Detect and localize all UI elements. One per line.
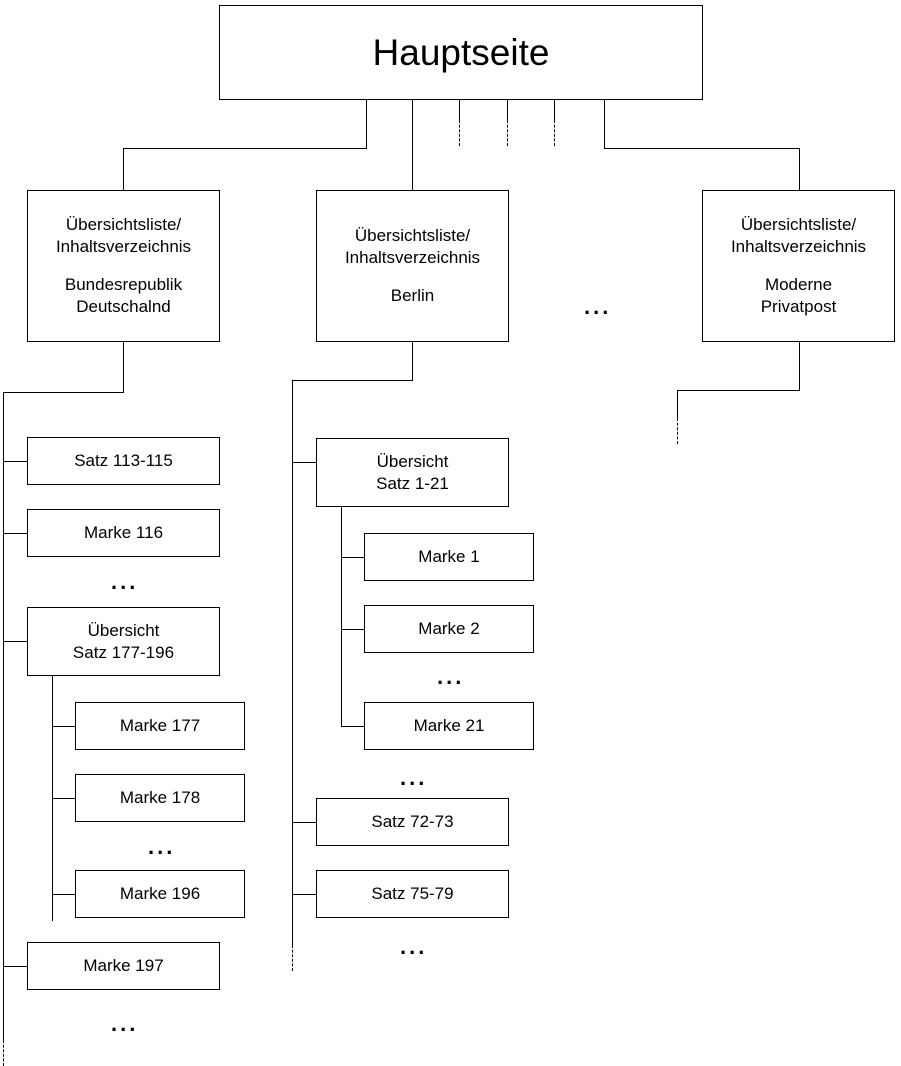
right-branch-drop <box>799 342 800 390</box>
node-label-line2: Satz 1-21 <box>376 473 449 493</box>
node-label: Satz 113-115 <box>74 451 173 471</box>
node-label: Marke 1 <box>418 547 480 567</box>
right-branch-elbow <box>677 390 800 391</box>
lvl2-header-line2: Inhaltsverzeichnis <box>730 237 867 257</box>
ellipsis-left-after-marke178: ... <box>148 834 176 859</box>
node-label: Marke 2 <box>418 619 480 639</box>
node-marke-1[interactable]: Marke 1 <box>364 533 534 581</box>
node-marke-196[interactable]: Marke 196 <box>75 870 245 918</box>
ellipsis-left-after-marke116: ... <box>111 569 139 594</box>
middle-subconnector-marke21 <box>341 726 365 727</box>
node-label: Marke 177 <box>119 716 201 736</box>
node-marke-197[interactable]: Marke 197 <box>27 942 220 990</box>
node-label: Marke 21 <box>413 716 485 736</box>
node-label-line2: Satz 177-196 <box>72 642 175 662</box>
node-label: Satz 75-79 <box>371 884 454 904</box>
root-stub-3 <box>459 100 460 120</box>
node-marke-178[interactable]: Marke 178 <box>75 774 245 822</box>
root-stub-5 <box>554 100 555 120</box>
middle-branch-drop <box>412 342 413 380</box>
node-satz-72-73[interactable]: Satz 72-73 <box>316 798 509 846</box>
lvl2-header-line2: Inhaltsverzeichnis <box>55 237 192 257</box>
node-marke-21[interactable]: Marke 21 <box>364 702 534 750</box>
middle-branch-trunk <box>292 380 293 945</box>
right-branch-trunk <box>677 390 678 418</box>
node-label-line1: Übersicht <box>376 451 449 471</box>
ellipsis-middle-after-marke2: ... <box>437 664 465 689</box>
node-satz-113-115[interactable]: Satz 113-115 <box>27 437 220 485</box>
left-subconnector-marke178 <box>52 798 76 799</box>
left-subconnector-marke177 <box>52 726 76 727</box>
root-to-right-horizontal <box>604 148 800 149</box>
left-connector-marke116 <box>3 533 28 534</box>
lvl2-name-line1: Bundesrepublik <box>64 275 183 295</box>
node-hauptseite[interactable]: Hauptseite <box>219 5 703 100</box>
lvl2-header-line1: Übersichtsliste/ <box>740 215 857 235</box>
lvl2-header-line1: Übersichtsliste/ <box>354 226 471 246</box>
node-marke-2[interactable]: Marke 2 <box>364 605 534 653</box>
node-uebersicht-satz-1-21[interactable]: Übersicht Satz 1-21 <box>316 438 509 507</box>
lvl2-header-line2: Inhaltsverzeichnis <box>344 248 481 268</box>
left-branch-drop <box>123 342 124 392</box>
middle-branch-elbow <box>292 380 413 381</box>
middle-connector-satz72-73 <box>292 822 317 823</box>
left-connector-marke197 <box>3 966 28 967</box>
middle-subbranch-trunk <box>341 507 342 726</box>
left-subconnector-marke196 <box>52 894 76 895</box>
root-to-left-horizontal <box>123 148 367 149</box>
root-stub-2 <box>412 100 413 158</box>
lvl2-name-line1: Moderne <box>764 275 833 295</box>
node-label: Marke 197 <box>83 956 164 976</box>
left-connector-satz113 <box>3 461 28 462</box>
ellipsis-middle-after-satz75-79: ... <box>400 934 428 959</box>
ellipsis-between-level2: ... <box>584 294 612 319</box>
middle-subconnector-marke1 <box>341 557 365 558</box>
root-stub-3-dotted <box>459 120 460 146</box>
root-stub-4 <box>507 100 508 120</box>
node-label-line1: Übersicht <box>87 620 160 640</box>
lvl2-name-line2: Deutschalnd <box>76 296 171 316</box>
left-branch-elbow <box>3 392 124 393</box>
lvl2-name-line1: Berlin <box>390 285 435 305</box>
node-uebersicht-satz-177-196[interactable]: Übersicht Satz 177-196 <box>27 607 220 676</box>
root-to-right-vertical-b <box>799 148 800 190</box>
node-label: Marke 116 <box>83 523 164 543</box>
root-stub-5-dotted <box>554 120 555 146</box>
node-uebersichtsliste-moderne-privatpost[interactable]: Übersichtsliste/ Inhaltsverzeichnis Mode… <box>702 190 895 342</box>
ellipsis-left-after-marke197: ... <box>111 1011 139 1036</box>
node-uebersichtsliste-bundesrepublik[interactable]: Übersichtsliste/ Inhaltsverzeichnis Bund… <box>27 190 220 342</box>
right-branch-trunk-dotted <box>677 418 678 444</box>
root-to-right-vertical-a <box>604 100 605 148</box>
lvl2-name-line2: Privatpost <box>760 296 837 316</box>
left-connector-uebersicht177 <box>3 641 28 642</box>
node-marke-177[interactable]: Marke 177 <box>75 702 245 750</box>
middle-branch-trunk-dotted <box>292 945 293 971</box>
lvl2-header-line1: Übersichtsliste/ <box>65 215 182 235</box>
node-label: Satz 72-73 <box>371 812 454 832</box>
middle-connector-satz75-79 <box>292 894 317 895</box>
ellipsis-middle-after-marke21: ... <box>400 765 428 790</box>
root-to-middle-vertical <box>412 148 413 190</box>
root-stub-4-dotted <box>507 120 508 146</box>
middle-subconnector-marke2 <box>341 629 365 630</box>
node-label: Marke 196 <box>119 884 201 904</box>
node-uebersichtsliste-berlin[interactable]: Übersichtsliste/ Inhaltsverzeichnis Berl… <box>316 190 509 342</box>
node-satz-75-79[interactable]: Satz 75-79 <box>316 870 509 918</box>
left-branch-trunk <box>3 392 4 1040</box>
middle-connector-uebersicht1-21 <box>292 462 317 463</box>
root-stub-1 <box>366 100 367 148</box>
node-marke-116[interactable]: Marke 116 <box>27 509 220 557</box>
node-hauptseite-label: Hauptseite <box>372 31 550 73</box>
left-branch-trunk-dotted <box>3 1040 4 1066</box>
node-label: Marke 178 <box>119 788 201 808</box>
root-to-left-vertical <box>123 148 124 190</box>
